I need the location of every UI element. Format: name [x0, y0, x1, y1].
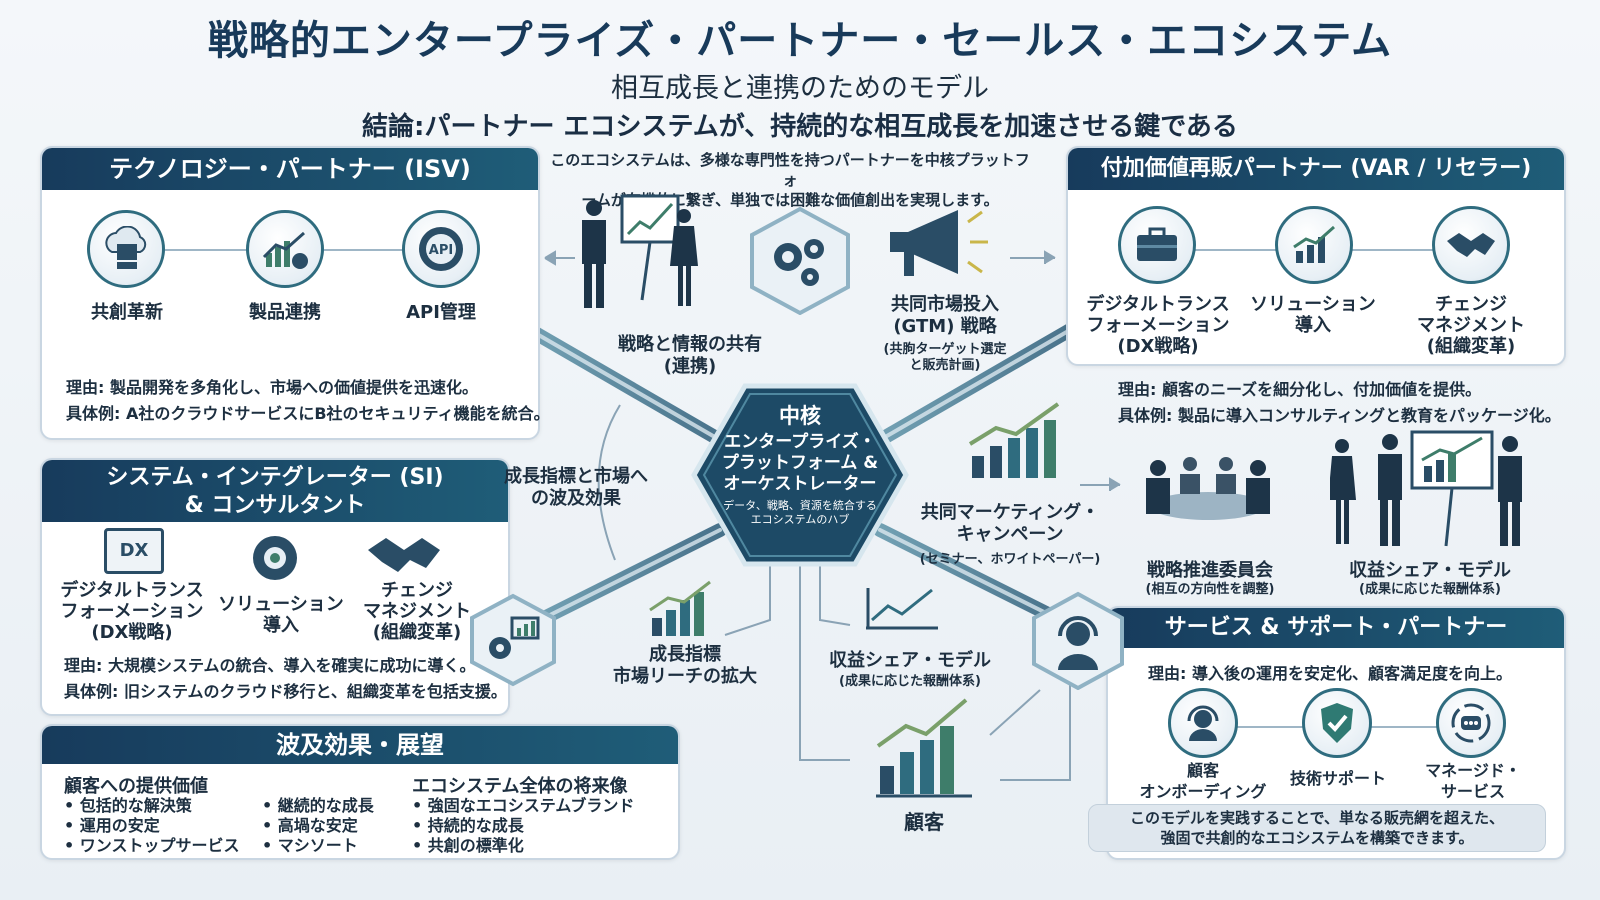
isv-panel: テクノロジー・パートナー (ISV) API 共創革新 製品連携 API管理 理… [40, 146, 550, 440]
revenue-top-sub-label: (成果に応じた報酬体系) [1359, 582, 1501, 597]
revenue-presentation-icon [1330, 430, 1522, 547]
handshake-icon [1432, 206, 1510, 284]
briefcase-icon [1118, 206, 1196, 284]
service-closing-line-0: このモデルを実践することで、単なる販売網を超えた、 [1130, 809, 1504, 827]
service-item-2-label: マネージド・サービス [1425, 761, 1521, 801]
bar-chart-icon [1275, 206, 1353, 284]
si-handshake-icon [366, 532, 442, 580]
isv-reason: 理由: 製品開発を多角化し、市場への価値提供を迅速化。 [66, 378, 478, 397]
si-item-2-label: チェンジマネジメント(組織変革) [363, 580, 471, 643]
megaphone-icon [890, 210, 988, 276]
impact-panel: 波及効果・展望 顧客への提供価値 • 包括的な解決策 • 運用の安定 • ワンス… [40, 724, 680, 860]
core-line-2: オーケストレーター [723, 474, 877, 494]
growth-kpi-chart-icon [649, 580, 711, 636]
revenue-top-label: 収益シェア・モデル [1349, 560, 1511, 581]
revenue-mid-sub-label: (成果に応じた報酬体系) [839, 674, 981, 689]
page-title: 戦略的エンタープライズ・パートナー・セールス・エコシステム [207, 18, 1393, 64]
si-example: 具体例: 旧システムのクラウド移行と、組織変革を包括支援。 [64, 682, 507, 701]
conclusion-text: 結論:パートナー エコシステムが、持続的な相互成長を加速させる鍵である [362, 112, 1238, 142]
service-panel: サービス & サポート・パートナー 理由: 導入後の運用を安定化、顧客満足度を向… [1088, 606, 1566, 860]
growth-effect-label: 成長指標と市場への波及効果 [504, 466, 648, 509]
shield-check-icon [1302, 688, 1372, 758]
si-reason: 理由: 大規模システムの統合、導入を確実に成功に導く。 [64, 656, 476, 675]
svg-text:API: API [429, 243, 453, 258]
committee-sub-label: (相互の方向性を調整) [1145, 582, 1275, 597]
var-panel: 付加価値再販パートナー (VAR / リセラー) デジタルトランスフォーメーショ… [1066, 146, 1566, 366]
core-desc-1: エコシステムのハブ [750, 513, 850, 526]
cloud-server-icon [87, 210, 165, 288]
marketing-chart-icon [968, 402, 1060, 478]
core-hex [691, 383, 909, 567]
gtm-label: 共同市場投入(GTM) 戦略 [891, 294, 999, 337]
var-item-0-label: デジタルトランスフォーメーション(DX戦略) [1086, 294, 1230, 357]
joint-marketing-label: 共同マーケティング・キャンペーン [920, 502, 1100, 545]
gtm-sub-label: (共朐ターゲット選定と販売計画) [883, 342, 1007, 373]
si-panel: システム・インテグレーター (SI)& コンサルタント DX デジタルトランスフ… [40, 458, 510, 716]
service-closing-box: このモデルを実践することで、単なる販売網を超えた、 強固で共創的なエコシステムを… [1088, 804, 1546, 852]
core-title: 中核 [779, 404, 821, 428]
future-items: • 強固なエコシステムブランド • 持続的な成長 • 共創の標準化 [412, 796, 635, 855]
headset-user-icon [1168, 688, 1238, 758]
committee-label: 戦略推進委員会 [1147, 560, 1273, 581]
service-closing-line-1: 強固で共創的なエコシステムを構築できます。 [1160, 829, 1474, 847]
customer-value-col1: • 包括的な解決策 • 運用の安定 • ワンストップサービス [64, 796, 240, 855]
isv-item-1-label: 製品連携 [249, 302, 321, 323]
committee-meeting-icon [1146, 457, 1270, 520]
presentation-people-icon [582, 194, 698, 308]
page-subtitle: 相互成長と連携のためのモデル [611, 73, 989, 104]
core-line-0: エンタープライズ・ [724, 432, 876, 452]
strategy-share-label: 戦略と情報の共有(連携) [618, 334, 762, 377]
si-header: システム・インテグレーター (SI)& コンサルタント [42, 460, 508, 522]
isv-header: テクノロジー・パートナー (ISV) [42, 148, 538, 190]
isv-example: 具体例: A社のクラウドサービスにB社のセキュリティ機能を統合。 [66, 404, 550, 423]
var-header: 付加価値再販パートナー (VAR / リセラー) [1068, 148, 1564, 190]
dx-monitor-icon: DX [104, 528, 164, 574]
growth-kpi-label: 成長指標市場リーチの拡大 [613, 644, 757, 687]
var-reason: 理由: 顧客のニーズを細分化し、付加価値を提供。 [1118, 380, 1482, 399]
chat-cycle-icon [1436, 688, 1506, 758]
impact-header: 波及効果・展望 [42, 726, 678, 764]
service-item-0-label: 顧客オンボーディング [1139, 761, 1267, 801]
future-title: エコシステム全体の将来像 [412, 776, 628, 797]
intro-text: このエコシステムは、多様な専門性を持つパートナーを中核プラットフォ ームが有機的… [550, 151, 1030, 209]
si-item-1-label: ソリューション導入 [218, 594, 344, 636]
var-item-1-label: ソリューション導入 [1250, 294, 1376, 336]
core-desc-0: データ、戦略、資源を統合する [723, 499, 877, 512]
service-header: サービス & サポート・パートナー [1108, 608, 1564, 648]
core-text: 中核 エンタープライズ・ プラットフォーム & オーケストレーター データ、戦略… [690, 400, 910, 527]
var-example: 具体例: 製品に導入コンサルティングと教育をパッケージ化。 [1118, 406, 1561, 425]
service-reason: 理由: 導入後の運用を安定化、顧客満足度を向上。 [1148, 664, 1512, 683]
gear-cycle-icon [247, 530, 303, 590]
growth-chart-icon [246, 210, 324, 288]
core-line-1: プラットフォーム & [721, 453, 879, 473]
var-item-2-label: チェンジマネジメント(組織変革) [1417, 294, 1525, 357]
si-item-0-label: デジタルトランスフォーメーション(DX戦略) [60, 580, 204, 643]
revenue-trend-icon [866, 588, 938, 630]
gears-hex-icon [750, 206, 850, 315]
service-item-1-label: 技術サポート [1289, 769, 1386, 788]
isv-item-2-label: API管理 [406, 302, 476, 323]
customer-label: 顧客 [904, 810, 944, 834]
support-hex-icon [1032, 591, 1124, 690]
analytics-hex-icon [470, 593, 556, 687]
api-gear-icon: API [402, 210, 480, 288]
revenue-mid-label: 収益シェア・モデル [829, 650, 991, 671]
customer-value-title: 顧客への提供価値 [64, 776, 208, 797]
customer-growth-icon [876, 698, 972, 798]
isv-item-0-label: 共創革新 [91, 302, 163, 323]
customer-value-col2: • 継続的な成長 • 高堝な安定 • マシソート [262, 796, 374, 855]
joint-marketing-sub-label: (セミナー、ホワイトペーパー) [919, 552, 1101, 567]
